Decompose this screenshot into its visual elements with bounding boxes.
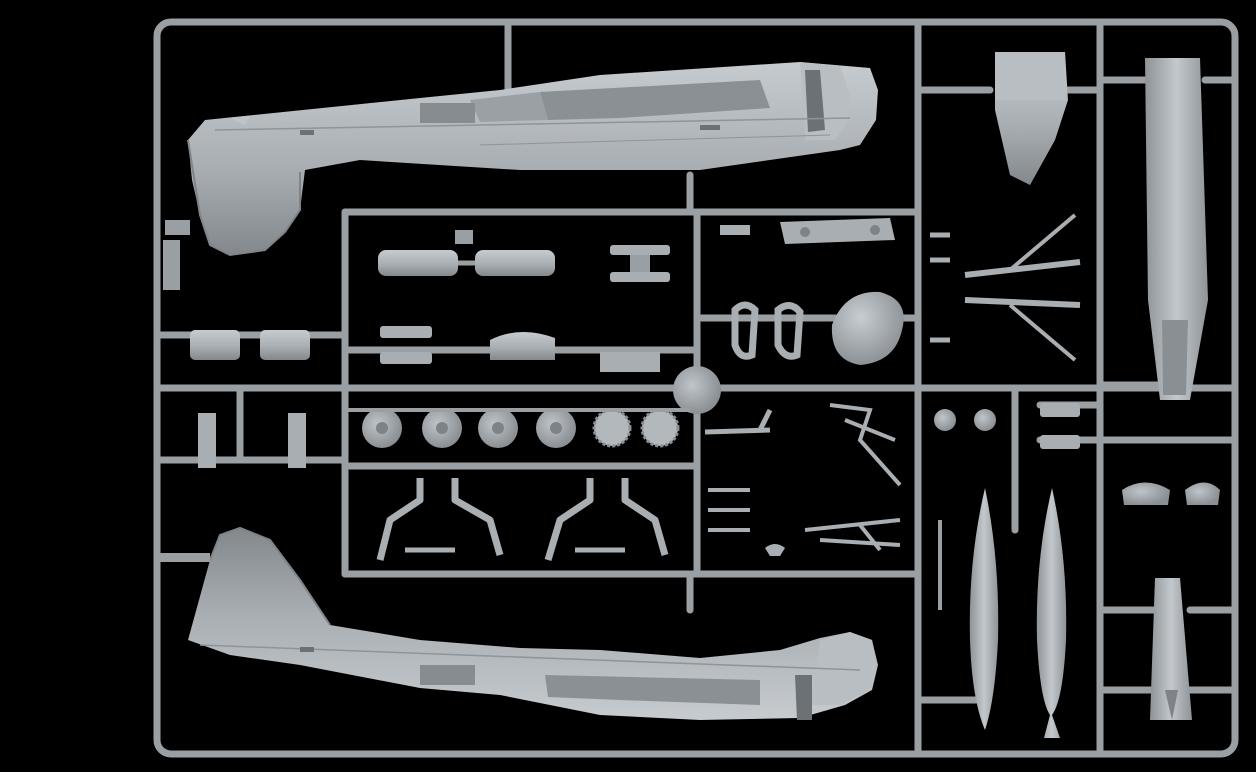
- sprue-frame: [153, 18, 1239, 758]
- landing-gear-legs: [198, 413, 669, 562]
- centre-right-parts: [673, 291, 904, 556]
- fuselage-half-upper: [163, 62, 878, 290]
- centre-upper-parts: [190, 218, 895, 372]
- fuselage-half-lower: [155, 526, 878, 720]
- wheel-row: [345, 408, 690, 448]
- drop-tanks: [938, 488, 1067, 738]
- right-column-parts: [930, 52, 1220, 720]
